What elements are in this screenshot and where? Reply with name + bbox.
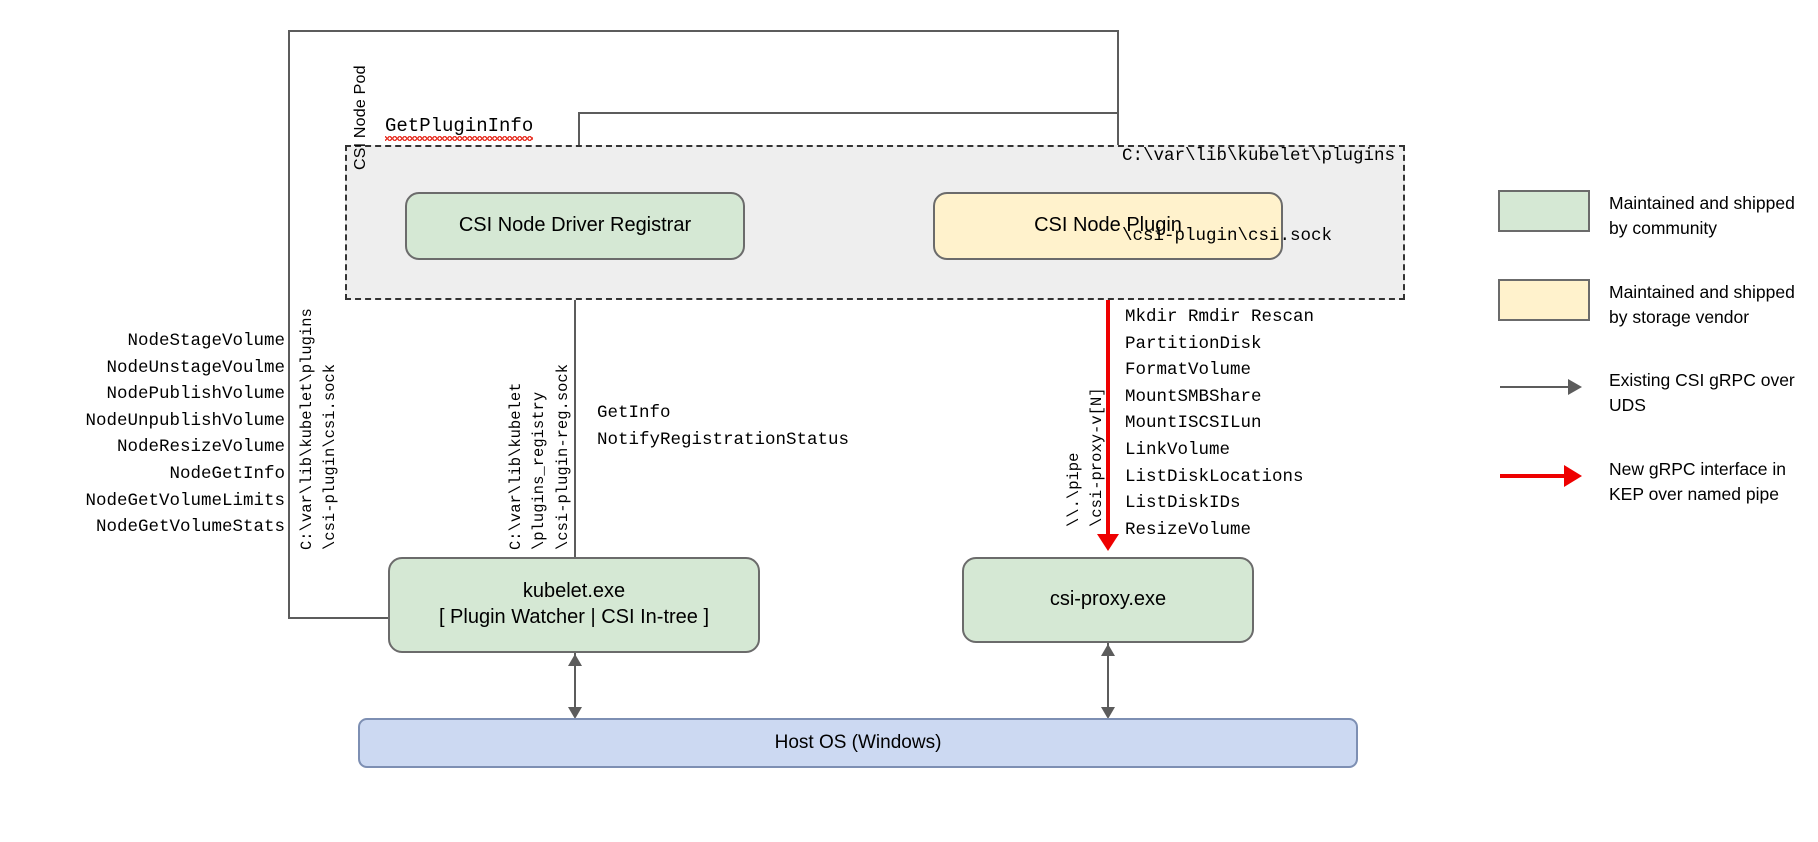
node-kubelet-exe[interactable]: kubelet.exe [ Plugin Watcher | CSI In-tr… [388,557,760,653]
legend-arrow-head-2 [1568,379,1582,396]
connector-kubelet-to-nodeplugin-top [288,30,1118,32]
label-csi-plugin-socket-path-line1: C:\var\lib\kubelet\plugins [1122,146,1396,167]
label-vertical-csi-proxy-named-pipe: \\.\pipe \csi-proxy-v[N] [1063,387,1110,527]
label-csi-plugin-socket-path-line2: \csi-plugin\csi.sock [1122,225,1333,246]
legend-label-3: New gRPC interface in KEP over named pip… [1609,459,1787,504]
csi-node-service-call-0: NodeStageVolume [127,331,285,351]
connector-kubelet-to-nodeplugin-bottom [288,617,390,619]
node-csi-node-plugin[interactable]: CSI Node Plugin [933,192,1283,260]
legend-row-0: Maintained and shipped by community [1498,190,1798,241]
csi-node-service-call-7: NodeGetVolumeStats [95,517,285,538]
node-csi-node-driver-registrar-label: CSI Node Driver Registrar [458,214,692,237]
csi-proxy-api-call-8: ResizeVolume [1125,519,1252,540]
csi-node-service-call-6: NodeGetVolumeLimits [85,490,285,511]
csi-proxy-api-call-1: PartitionDisk [1125,333,1262,354]
node-kubelet-label-line1: kubelet.exe [522,580,626,603]
arrowhead-kubelet-hostos-down [568,707,582,719]
csi-proxy-api-call-3: MountSMBShare [1125,386,1262,407]
vertical-named-pipe-line-1: \csi-proxy-v[N] [1088,387,1107,527]
vertical-kubelet-socket-line-0: C:\var\lib\kubelet\plugins [298,308,316,550]
arrowhead-csiproxy-hostos-up [1101,644,1115,656]
csi-node-service-call-3: NodeUnpublishVolume [85,410,285,431]
arrowhead-csiproxy-hostos-down [1101,707,1115,719]
node-csi-node-plugin-label: CSI Node Plugin [1034,214,1182,237]
legend-label-2: Existing CSI gRPC over UDS [1609,370,1795,416]
node-csi-node-driver-registrar[interactable]: CSI Node Driver Registrar [405,192,745,260]
csi-proxy-api-call-2: FormatVolume [1125,360,1252,381]
connector-nodeplugin-to-csiproxy-red [1106,258,1110,536]
registrar-call-0: GetInfo [597,403,671,423]
legend-arrow-line-3 [1500,474,1566,479]
csi-proxy-api-call-7: ListDiskIDs [1125,493,1241,514]
csi-proxy-api-call-5: LinkVolume [1125,439,1231,460]
csi-proxy-api-call-0: Mkdir Rmdir Rescan [1125,307,1315,327]
node-host-os[interactable]: Host OS (Windows) [358,718,1358,768]
registrar-call-1: NotifyRegistrationStatus [597,429,850,450]
vertical-kubelet-socket-line-1: \csi-plugin\csi.sock [321,363,340,550]
csi-node-service-call-2: NodePublishVolume [106,384,285,405]
legend-arrow-2 [1498,367,1590,409]
connector-kubelet-to-nodeplugin-left [288,30,290,618]
csi-node-service-call-1: NodeUnstageVoulme [106,357,285,378]
connector-csiproxy-to-hostos [1107,643,1109,715]
vertical-named-pipe-line-0: \\.\pipe [1065,452,1083,527]
legend-arrow-line-2 [1500,386,1570,389]
connector-nodeplugin-down-1 [1117,30,1119,185]
vertical-registry-socket-line-1: \plugins_registry [530,391,549,550]
legend-label-0: Maintained and shipped by community [1609,193,1795,238]
csi-node-pod-label: CSI Node Pod [352,65,369,170]
connector-kubelet-to-hostos [574,653,576,715]
legend-label-1: Maintained and shipped by storage vendor [1609,281,1795,327]
csi-proxy-api-call-6: ListDiskLocations [1125,466,1304,487]
node-csi-proxy-label: csi-proxy.exe [1049,588,1167,611]
vertical-registry-socket-line-2: \csi-plugin-reg.sock [553,363,572,550]
legend-row-3: New gRPC interface in KEP over named pip… [1498,456,1798,507]
label-get-plugin-info: GetPluginInfo [385,115,534,141]
legend-swatch-0 [1498,190,1590,232]
node-csi-proxy-exe[interactable]: csi-proxy.exe [962,557,1254,643]
connector-kubelet-to-registrar [574,272,576,557]
label-csi-plugin-socket-path: C:\var\lib\kubelet\plugins \csi-plugin\c… [1122,90,1395,303]
label-vertical-plugin-registry-socket: C:\var\lib\kubelet \plugins_registry\csi-… [505,364,575,550]
node-kubelet-label-line2: [ Plugin Watcher | CSI In-tree ] [438,606,710,628]
legend-arrow-3 [1498,456,1590,498]
arrowhead-kubelet-hostos-up [568,654,582,666]
csi-proxy-api-call-4: MountISCSILun [1125,413,1262,434]
csi-node-service-call-5: NodeGetInfo [169,463,285,484]
legend-swatch-1 [1498,278,1590,321]
legend-arrow-head-3 [1564,465,1582,488]
arrowhead-csiproxy-red [1097,534,1119,551]
legend-row-2: Existing CSI gRPC over UDS [1498,367,1798,418]
label-vertical-kubelet-csi-socket: C:\var\lib\kubelet\plugins \csi-plugin\cs… [296,308,343,550]
connector-registrar-getplugininfo-top [578,112,1118,114]
legend-row-1: Maintained and shipped by storage vendor [1498,278,1798,330]
csi-node-service-call-4: NodeResizeVolume [116,437,285,458]
node-host-os-label: Host OS (Windows) [774,731,942,753]
vertical-registry-socket-line-0: C:\var\lib\kubelet [507,382,525,550]
